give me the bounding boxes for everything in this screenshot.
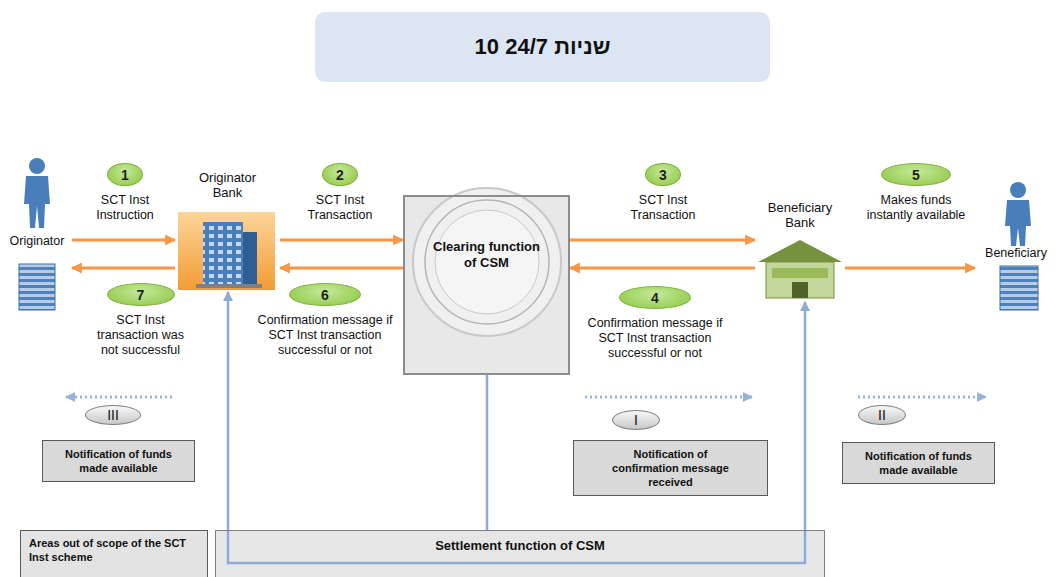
settlement-link bbox=[227, 292, 230, 530]
notification-box: Notification of confirmation message rec… bbox=[573, 440, 768, 496]
title-banner: 10 שניות 24/7 bbox=[315, 12, 770, 82]
roman-oval-label: III bbox=[107, 407, 119, 423]
notification-box: Notification of funds made available bbox=[842, 442, 995, 484]
callout-number: 4 bbox=[619, 286, 691, 309]
roman-oval-label: I bbox=[634, 412, 638, 428]
step-label: SCT Inst transaction was not successful bbox=[88, 313, 193, 358]
notification-box-label: Notification of funds made available bbox=[51, 447, 186, 475]
step-label: Confirmation message if SCT Inst transac… bbox=[580, 316, 730, 361]
bank-image bbox=[178, 212, 275, 290]
building-icon bbox=[1000, 266, 1038, 310]
bank-node: Beneficiary Bank bbox=[755, 200, 845, 302]
dotted-arrow bbox=[585, 396, 752, 399]
callout-number: 2 bbox=[322, 163, 358, 186]
clearing-box: Clearing function of CSM bbox=[403, 195, 570, 375]
step-label: SCT Inst Transaction bbox=[285, 193, 395, 223]
settlement-box: Settlement function of CSM bbox=[215, 530, 825, 577]
flow-arrow bbox=[280, 239, 403, 242]
notification-box-label: Notification of funds made available bbox=[851, 449, 986, 477]
step-callout: 2SCT Inst Transaction bbox=[285, 163, 395, 233]
callout-number: 5 bbox=[881, 163, 951, 186]
step-label: SCT Inst Instruction bbox=[78, 193, 172, 223]
settlement-box-label: Settlement function of CSM bbox=[216, 538, 824, 553]
step-callout: 6Confirmation message if SCT Inst transa… bbox=[250, 283, 400, 363]
callout-number: 1 bbox=[107, 163, 143, 186]
roman-oval: I bbox=[612, 410, 660, 430]
step-label: SCT Inst Transaction bbox=[608, 193, 718, 223]
dotted-arrow bbox=[858, 396, 986, 399]
flow-arrow bbox=[570, 239, 755, 242]
scope-box: Areas out of scope of the SCT Inst schem… bbox=[20, 530, 208, 577]
bank-node-label: Beneficiary Bank bbox=[761, 200, 839, 230]
notification-box-label: Notification of confirmation message rec… bbox=[604, 447, 737, 489]
callout-number: 6 bbox=[289, 283, 361, 306]
flow-arrow bbox=[72, 267, 175, 270]
actor-node-label: Originator bbox=[2, 234, 72, 248]
person-icon bbox=[24, 158, 50, 228]
bank-node: Originator Bank bbox=[175, 170, 280, 292]
step-callout: 5Makes funds instantly available bbox=[858, 163, 974, 233]
step-callout: 1SCT Inst Instruction bbox=[78, 163, 172, 233]
callout-number: 7 bbox=[107, 283, 175, 306]
settlement-link bbox=[804, 302, 807, 530]
step-label: Confirmation message if SCT Inst transac… bbox=[250, 313, 400, 358]
step-callout: 4Confirmation message if SCT Inst transa… bbox=[580, 286, 730, 366]
step-callout: 3SCT Inst Transaction bbox=[608, 163, 718, 233]
bank-image bbox=[758, 240, 842, 298]
scope-box-label: Areas out of scope of the SCT Inst schem… bbox=[29, 536, 199, 564]
dotted-arrow bbox=[66, 396, 172, 399]
step-label: Makes funds instantly available bbox=[858, 193, 974, 223]
flow-arrow bbox=[845, 267, 975, 270]
person-icon bbox=[1005, 182, 1031, 246]
roman-oval-label: II bbox=[878, 407, 886, 423]
step-callout: 7SCT Inst transaction was not successful bbox=[88, 283, 193, 363]
clearing-ground bbox=[403, 188, 570, 375]
roman-oval: II bbox=[858, 405, 906, 425]
flow-arrow bbox=[280, 267, 403, 270]
flow-arrow bbox=[72, 239, 175, 242]
building-icon bbox=[19, 264, 55, 310]
callout-number: 3 bbox=[645, 163, 681, 186]
flow-arrow bbox=[570, 267, 755, 270]
settlement-link bbox=[486, 375, 489, 530]
actor-node: Originator bbox=[2, 152, 72, 314]
notification-box: Notification of funds made available bbox=[42, 440, 195, 482]
actor-node-label: Beneficiary bbox=[975, 246, 1057, 260]
actor-node: Beneficiary bbox=[975, 178, 1057, 314]
roman-oval: III bbox=[85, 405, 141, 425]
settlement-ground bbox=[215, 530, 825, 577]
bank-node-label: Originator Bank bbox=[193, 170, 263, 200]
clearing-box-label: Clearing function of CSM bbox=[431, 239, 543, 271]
